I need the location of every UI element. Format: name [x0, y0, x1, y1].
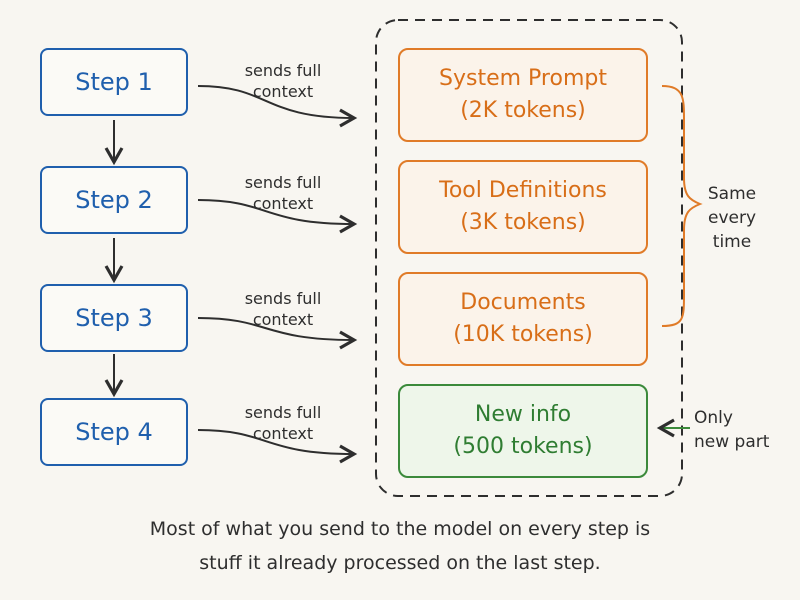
sends-label-2-line2: context: [252, 194, 314, 213]
step-4-label: Step 4: [75, 418, 153, 446]
tool-definitions-block: Tool Definitions (3K tokens): [398, 160, 648, 254]
tool-definitions-tokens: (3K tokens): [460, 210, 586, 235]
new-info-title: New info: [474, 402, 572, 427]
same-brace: [661, 85, 703, 327]
sends-label-1-line1: sends full: [244, 61, 322, 80]
sends-label-3-line2: context: [252, 310, 314, 329]
system-prompt-title: System Prompt: [439, 66, 607, 91]
step-1-box: Step 1: [40, 48, 188, 116]
documents-title: Documents: [460, 290, 586, 315]
send-arrow-4: [197, 429, 358, 464]
documents-block: Documents (10K tokens): [398, 272, 648, 366]
step-4-box: Step 4: [40, 398, 188, 466]
step-2-label: Step 2: [75, 186, 153, 214]
step-1-label: Step 1: [75, 68, 153, 96]
sends-label-3-line1: sends full: [244, 289, 322, 308]
new-info-block: New info (500 tokens): [398, 384, 648, 478]
footnote-line1: Most of what you send to the model on ev…: [149, 518, 651, 540]
sends-label-1: sends full context: [224, 60, 342, 102]
sends-label-1-line2: context: [252, 82, 314, 101]
documents-tokens: (10K tokens): [453, 322, 593, 347]
send-arrow-2: [197, 199, 358, 234]
sends-label-2: sends full context: [224, 172, 342, 214]
new-info-tokens: (500 tokens): [453, 434, 593, 459]
sends-label-3: sends full context: [224, 288, 342, 330]
step-3-box: Step 3: [40, 284, 188, 352]
system-prompt-block: System Prompt (2K tokens): [398, 48, 648, 142]
send-arrow-1: [197, 85, 358, 128]
same-line3: time: [712, 232, 752, 252]
same-line2: every: [707, 208, 757, 228]
system-prompt-tokens: (2K tokens): [460, 98, 586, 123]
only-line2: new part: [694, 432, 770, 452]
sends-label-2-line1: sends full: [244, 173, 322, 192]
footnote-line2: stuff it already processed on the last s…: [199, 552, 601, 574]
only-new-part-label: Only new part: [694, 406, 778, 454]
step-2-box: Step 2: [40, 166, 188, 234]
sends-label-4-line2: context: [252, 424, 314, 443]
send-arrow-3: [197, 317, 358, 350]
sends-label-4-line1: sends full: [244, 403, 322, 422]
tool-definitions-title: Tool Definitions: [439, 178, 607, 203]
context-window-frame: [375, 19, 683, 497]
same-every-time-label: Same every time: [700, 182, 764, 254]
step-3-label: Step 3: [75, 304, 153, 332]
sends-label-4: sends full context: [224, 402, 342, 444]
footnote: Most of what you send to the model on ev…: [0, 512, 800, 580]
only-line1: Only: [694, 408, 733, 428]
same-line1: Same: [707, 184, 757, 204]
